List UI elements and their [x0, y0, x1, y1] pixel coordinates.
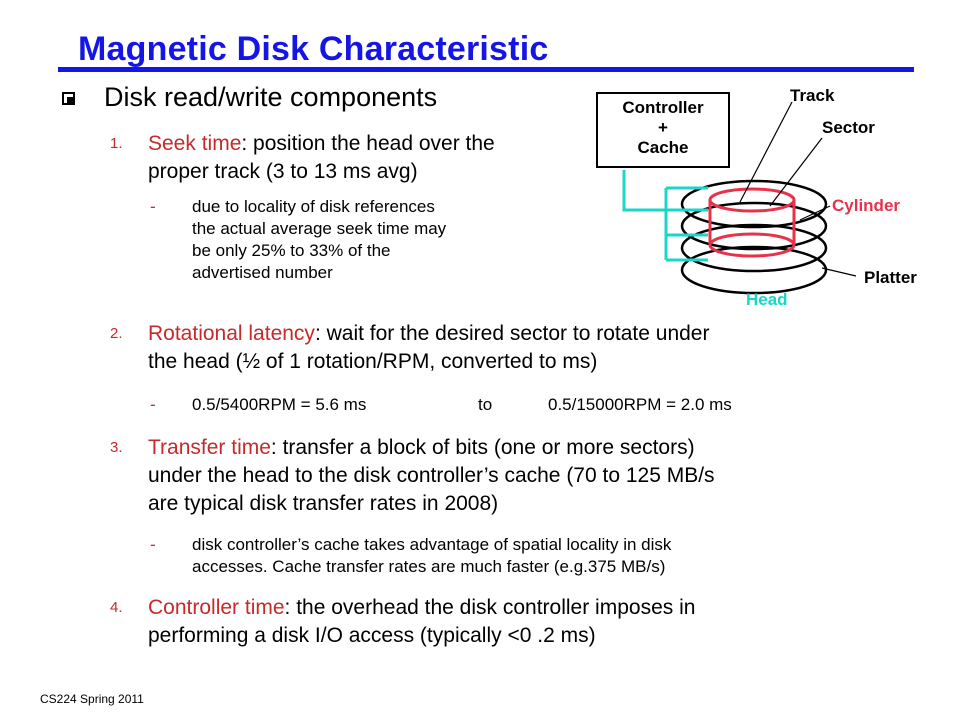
controller-plus: + [658, 118, 668, 137]
item-term: Seek time [148, 132, 242, 155]
sub-rpm-b: 0.5/15000RPM = 2.0 ms [548, 395, 732, 414]
platter-ellipse [680, 223, 828, 273]
sub-dash: - [150, 197, 156, 216]
sector-pointer [769, 137, 823, 207]
sub-line: be only 25% to 33% of the [192, 241, 391, 260]
platter-label: Platter [864, 268, 917, 287]
sub-line: the actual average seek time may [192, 219, 447, 238]
sub-dash: - [150, 395, 156, 414]
sub-line: advertised number [192, 263, 333, 282]
item-text: : the overhead the disk controller impos… [284, 596, 696, 619]
platter-ellipse [680, 179, 828, 229]
slide-title: Magnetic Disk Characteristic [78, 30, 549, 68]
sub-line: due to locality of disk references [192, 197, 435, 216]
disk-diagram [622, 101, 857, 295]
cache-label: Cache [637, 138, 689, 157]
cylinder-ellipse [708, 187, 796, 213]
item-number: 2. [110, 325, 123, 342]
item-transfer-time: Transfer time: transfer a block of bits … [148, 434, 715, 518]
track-pointer [739, 101, 793, 203]
platter-ellipse [680, 201, 828, 251]
title-underline [58, 67, 914, 72]
sub-rpm-a: 0.5/5400RPM = 5.6 ms [192, 395, 367, 414]
item-term: Rotational latency [148, 322, 315, 345]
item-number: 3. [110, 439, 123, 456]
item-number: 1. [110, 135, 123, 152]
item-text: : position the head over the [241, 132, 495, 155]
sub-item-rpm: 0.5/5400RPM = 5.6 ms [192, 394, 366, 416]
item-text: the head (½ of 1 rotation/RPM, converted… [148, 350, 598, 373]
item-term: Controller time [148, 596, 285, 619]
cylinder-label: Cylinder [832, 196, 901, 215]
item-controller-time: Controller time: the overhead the disk c… [148, 594, 695, 650]
item-rotational-latency: Rotational latency: wait for the desired… [148, 320, 709, 376]
item-term: Transfer time [148, 436, 271, 459]
main-bullet: Disk read/write components [104, 82, 438, 112]
item-text: : wait for the desired sector to rotate … [314, 322, 710, 345]
sub-item-seek: due to locality of disk references the a… [192, 196, 446, 284]
item-seek-time: Seek time: position the head over the pr… [148, 130, 495, 186]
platter-ellipse [680, 245, 828, 295]
item-text: are typical disk transfer rates in 2008) [148, 492, 499, 515]
head-arm [622, 170, 688, 212]
sub-line: accesses. Cache transfer rates are much … [192, 557, 666, 576]
item-text: performing a disk I/O access (typically … [148, 624, 596, 647]
sub-line: disk controller’s cache takes advantage … [192, 535, 672, 554]
sub-dash: - [150, 535, 156, 554]
controller-cache-box: Controller + Cache [596, 92, 730, 168]
head-label: Head [746, 290, 788, 309]
cylinder-pointer [799, 205, 831, 221]
platter-pointer [821, 267, 857, 277]
bullet-square-icon [62, 92, 75, 105]
sector-label: Sector [822, 118, 875, 137]
item-text: proper track (3 to 13 ms avg) [148, 160, 418, 183]
item-text: under the head to the disk controller’s … [148, 464, 715, 487]
track-label: Track [790, 86, 835, 105]
controller-label: Controller [622, 98, 704, 117]
item-number: 4. [110, 599, 123, 616]
sub-rpm-to: to [478, 395, 493, 414]
sub-item-cache: disk controller’s cache takes advantage … [192, 534, 671, 578]
footer-text: CS224 Spring 2011 [40, 692, 144, 706]
item-text: : transfer a block of bits (one or more … [270, 436, 695, 459]
cylinder-ellipse [708, 232, 796, 258]
